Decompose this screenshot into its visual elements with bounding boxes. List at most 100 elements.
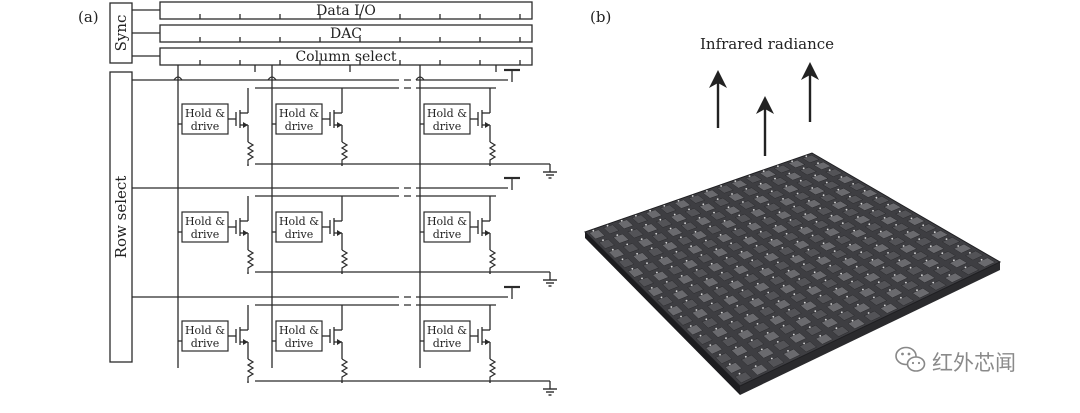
emitter-contact bbox=[740, 250, 743, 253]
emitter-pixel bbox=[734, 213, 753, 224]
hold-drive-label: Hold & bbox=[185, 107, 225, 120]
emitter-contact bbox=[822, 194, 825, 197]
emitter-contact bbox=[738, 372, 741, 375]
emitter-contact bbox=[777, 261, 779, 264]
emitter-contact bbox=[616, 234, 619, 237]
emitter-contact bbox=[857, 216, 859, 218]
emitter-contact bbox=[980, 258, 983, 261]
watermark: 红外芯闻 bbox=[895, 346, 1016, 375]
emitter-pixel bbox=[617, 219, 634, 230]
emitter-contact bbox=[754, 365, 757, 367]
emitter-pixel bbox=[878, 265, 897, 276]
emitter-pixel bbox=[860, 189, 879, 198]
emitter-pixel bbox=[845, 242, 864, 253]
emitter-contact bbox=[695, 309, 698, 311]
emitter-pixel bbox=[701, 317, 719, 329]
emitter-contact bbox=[785, 185, 788, 187]
emitter-contact bbox=[734, 180, 737, 183]
emitter-contact bbox=[802, 167, 805, 170]
emitter-pixel bbox=[711, 326, 729, 338]
emitter-pixel bbox=[778, 283, 797, 295]
emitter-pixel bbox=[856, 201, 875, 211]
emitter-contact bbox=[898, 259, 901, 262]
emitter-contact bbox=[900, 296, 902, 299]
emitter-pixel bbox=[612, 233, 630, 244]
emitter-contact bbox=[814, 310, 817, 313]
emitter-pixel bbox=[875, 229, 895, 239]
emitter-contact bbox=[727, 206, 730, 209]
emitter-contact bbox=[690, 284, 693, 286]
emitter-pixel bbox=[745, 221, 763, 232]
emitter-pixel bbox=[948, 258, 968, 268]
emitter-contact bbox=[606, 224, 609, 227]
emitter-contact bbox=[752, 209, 755, 211]
emitter-contact bbox=[772, 315, 775, 318]
resistor bbox=[340, 358, 349, 383]
emitter-pixel bbox=[856, 250, 875, 260]
emitter-pixel bbox=[670, 213, 688, 223]
emitter-contact bbox=[791, 160, 793, 163]
emitter-pixel bbox=[746, 338, 765, 350]
emitter-contact bbox=[677, 200, 680, 202]
emitter-contact bbox=[815, 220, 818, 223]
emitter-pixel bbox=[921, 258, 941, 269]
emitter-pixel bbox=[794, 316, 813, 328]
emitter-pixel bbox=[906, 216, 926, 226]
emitter-pixel bbox=[671, 250, 689, 261]
emitter-contact bbox=[720, 185, 722, 187]
emitter-contact bbox=[914, 252, 916, 255]
emitter-pixel bbox=[916, 272, 936, 284]
pixel-cell: Hold &drive bbox=[178, 196, 255, 274]
emitter-contact bbox=[845, 208, 848, 211]
emitter-contact bbox=[887, 203, 889, 206]
emitter-contact bbox=[922, 224, 925, 227]
emitter-pixel bbox=[864, 222, 883, 232]
emitter-pixel bbox=[750, 364, 769, 376]
emitter-pixel bbox=[842, 294, 861, 306]
emitter-contact bbox=[788, 172, 791, 175]
emitter-contact bbox=[792, 333, 795, 336]
emitter-pixel bbox=[887, 236, 906, 247]
emitter-contact bbox=[635, 214, 637, 217]
emitter-pixel bbox=[895, 209, 914, 219]
emitter-pixel bbox=[734, 371, 753, 384]
hold-drive-label: Hold & bbox=[427, 107, 467, 120]
emitter-contact bbox=[824, 318, 827, 321]
column-select-bus bbox=[159, 47, 533, 66]
emitter-contact bbox=[705, 278, 708, 280]
hold-drive-box bbox=[423, 103, 471, 135]
emitter-contact bbox=[811, 187, 814, 189]
pixel-cell: Hold &drive bbox=[272, 305, 349, 383]
hold-drive-label: drive bbox=[285, 228, 314, 241]
emitter-contact bbox=[851, 280, 853, 283]
emitter-pixel bbox=[716, 310, 735, 322]
emitter-pixel bbox=[852, 302, 872, 314]
emitter-pixel bbox=[661, 241, 679, 252]
emitter-contact bbox=[766, 332, 769, 334]
emitter-contact bbox=[902, 245, 905, 247]
emitter-contact bbox=[763, 217, 766, 219]
emitter-contact bbox=[933, 231, 936, 234]
emitter-contact bbox=[808, 200, 810, 202]
hold-drive-label: drive bbox=[285, 337, 314, 350]
hold-drive-box bbox=[275, 320, 323, 352]
emitter-contact bbox=[684, 222, 686, 225]
transistor-arrow bbox=[485, 339, 490, 345]
emitter-pixel bbox=[642, 261, 660, 272]
emitter-contact bbox=[777, 165, 779, 168]
emitter-contact bbox=[706, 190, 708, 192]
emitter-pixel bbox=[730, 345, 749, 357]
emitter-contact bbox=[756, 195, 759, 198]
emitter-pixel bbox=[727, 279, 745, 291]
emitter-contact bbox=[713, 211, 715, 214]
emitter-contact bbox=[800, 226, 803, 229]
emitter-contact bbox=[700, 254, 703, 256]
emitter-contact bbox=[833, 250, 836, 253]
emitter-contact bbox=[819, 334, 822, 337]
panel-b: (b) Infrared radiance bbox=[584, 8, 1002, 395]
emitter-contact bbox=[721, 271, 723, 274]
emitter-contact bbox=[798, 317, 801, 320]
emitter-pixel bbox=[862, 272, 882, 283]
emitter-pixel bbox=[745, 174, 763, 184]
